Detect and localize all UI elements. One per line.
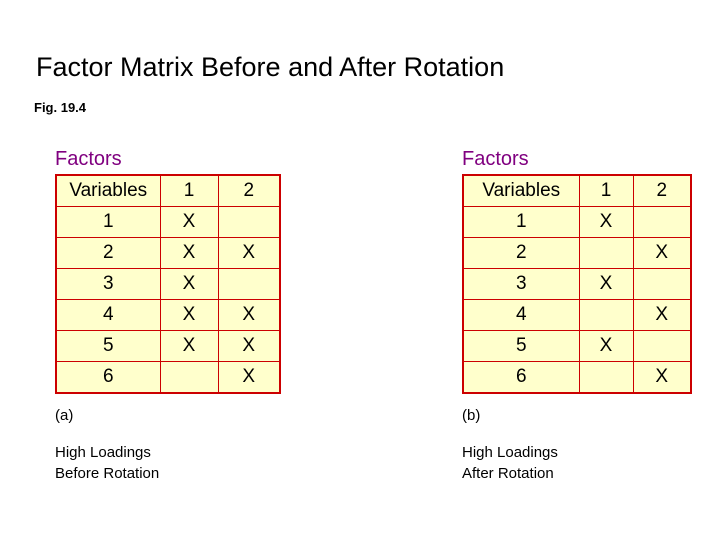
row-variable: 1 (462, 206, 580, 238)
row-factor-2: X (217, 330, 281, 362)
column-header-variables: Variables (462, 174, 580, 207)
panel-after-rotation: Factors Variables 1 2 1 X 2 (462, 148, 692, 484)
row-factor-1 (578, 299, 634, 331)
factor-matrix-after: Variables 1 2 1 X 2 X 3 X (462, 174, 692, 394)
row-factor-1: X (578, 330, 634, 362)
table-row: 6 X (462, 361, 692, 394)
column-header-factor-1: 1 (578, 174, 634, 207)
column-header-factor-1: 1 (159, 174, 219, 207)
row-variable: 6 (55, 361, 161, 394)
row-factor-2 (217, 268, 281, 300)
note-line-2: Before Rotation (55, 465, 160, 482)
table-row: 4 X X (55, 299, 281, 331)
row-variable: 3 (462, 268, 580, 300)
page-title: Factor Matrix Before and After Rotation (36, 52, 505, 82)
factors-heading-right: Factors (462, 148, 529, 170)
row-variable: 4 (55, 299, 161, 331)
table-row: 5 X X (55, 330, 281, 362)
row-variable: 5 (462, 330, 580, 362)
table-row: 5 X (462, 330, 692, 362)
table-header-row: Variables 1 2 (55, 174, 281, 207)
row-variable: 2 (462, 237, 580, 269)
panel-note-left: High Loadings Before Rotation (55, 442, 281, 484)
row-variable: 1 (55, 206, 161, 238)
table-row: 3 X (55, 268, 281, 300)
row-factor-2: X (632, 299, 692, 331)
table-row: 2 X X (55, 237, 281, 269)
row-factor-1: X (159, 206, 219, 238)
row-factor-1: X (159, 237, 219, 269)
note-line-1: High Loadings (55, 444, 151, 461)
row-factor-1: X (159, 268, 219, 300)
row-factor-1: X (578, 268, 634, 300)
table-row: 4 X (462, 299, 692, 331)
row-factor-1: X (159, 330, 219, 362)
row-variable: 5 (55, 330, 161, 362)
column-header-variables: Variables (55, 174, 161, 207)
row-factor-2: X (632, 237, 692, 269)
figure-label: Fig. 19.4 (34, 100, 87, 115)
row-factor-1: X (159, 299, 219, 331)
row-variable: 6 (462, 361, 580, 394)
table-row: 1 X (462, 206, 692, 238)
note-line-2: After Rotation (462, 465, 554, 482)
factor-matrix-before: Variables 1 2 1 X 2 X X 3 X (55, 174, 281, 394)
table-row: 6 X (55, 361, 281, 394)
row-factor-1 (578, 361, 634, 394)
row-factor-2 (632, 206, 692, 238)
row-factor-2 (217, 206, 281, 238)
row-variable: 4 (462, 299, 580, 331)
row-factor-2: X (217, 299, 281, 331)
row-factor-2: X (217, 237, 281, 269)
table-row: 3 X (462, 268, 692, 300)
panel-caption-a: (a) (55, 407, 74, 424)
column-header-factor-2: 2 (632, 174, 692, 207)
row-factor-2 (632, 268, 692, 300)
row-variable: 3 (55, 268, 161, 300)
row-factor-2: X (217, 361, 281, 394)
column-header-factor-2: 2 (217, 174, 281, 207)
row-factor-1: X (578, 206, 634, 238)
note-line-1: High Loadings (462, 444, 558, 461)
table-row: 1 X (55, 206, 281, 238)
row-factor-1 (578, 237, 634, 269)
panel-caption-b: (b) (462, 407, 481, 424)
panel-note-right: High Loadings After Rotation (462, 442, 692, 484)
row-factor-2: X (632, 361, 692, 394)
row-factor-1 (159, 361, 219, 394)
factors-heading-left: Factors (55, 148, 122, 170)
row-factor-2 (632, 330, 692, 362)
table-header-row: Variables 1 2 (462, 174, 692, 207)
panel-before-rotation: Factors Variables 1 2 1 X 2 X (55, 148, 281, 484)
row-variable: 2 (55, 237, 161, 269)
table-row: 2 X (462, 237, 692, 269)
